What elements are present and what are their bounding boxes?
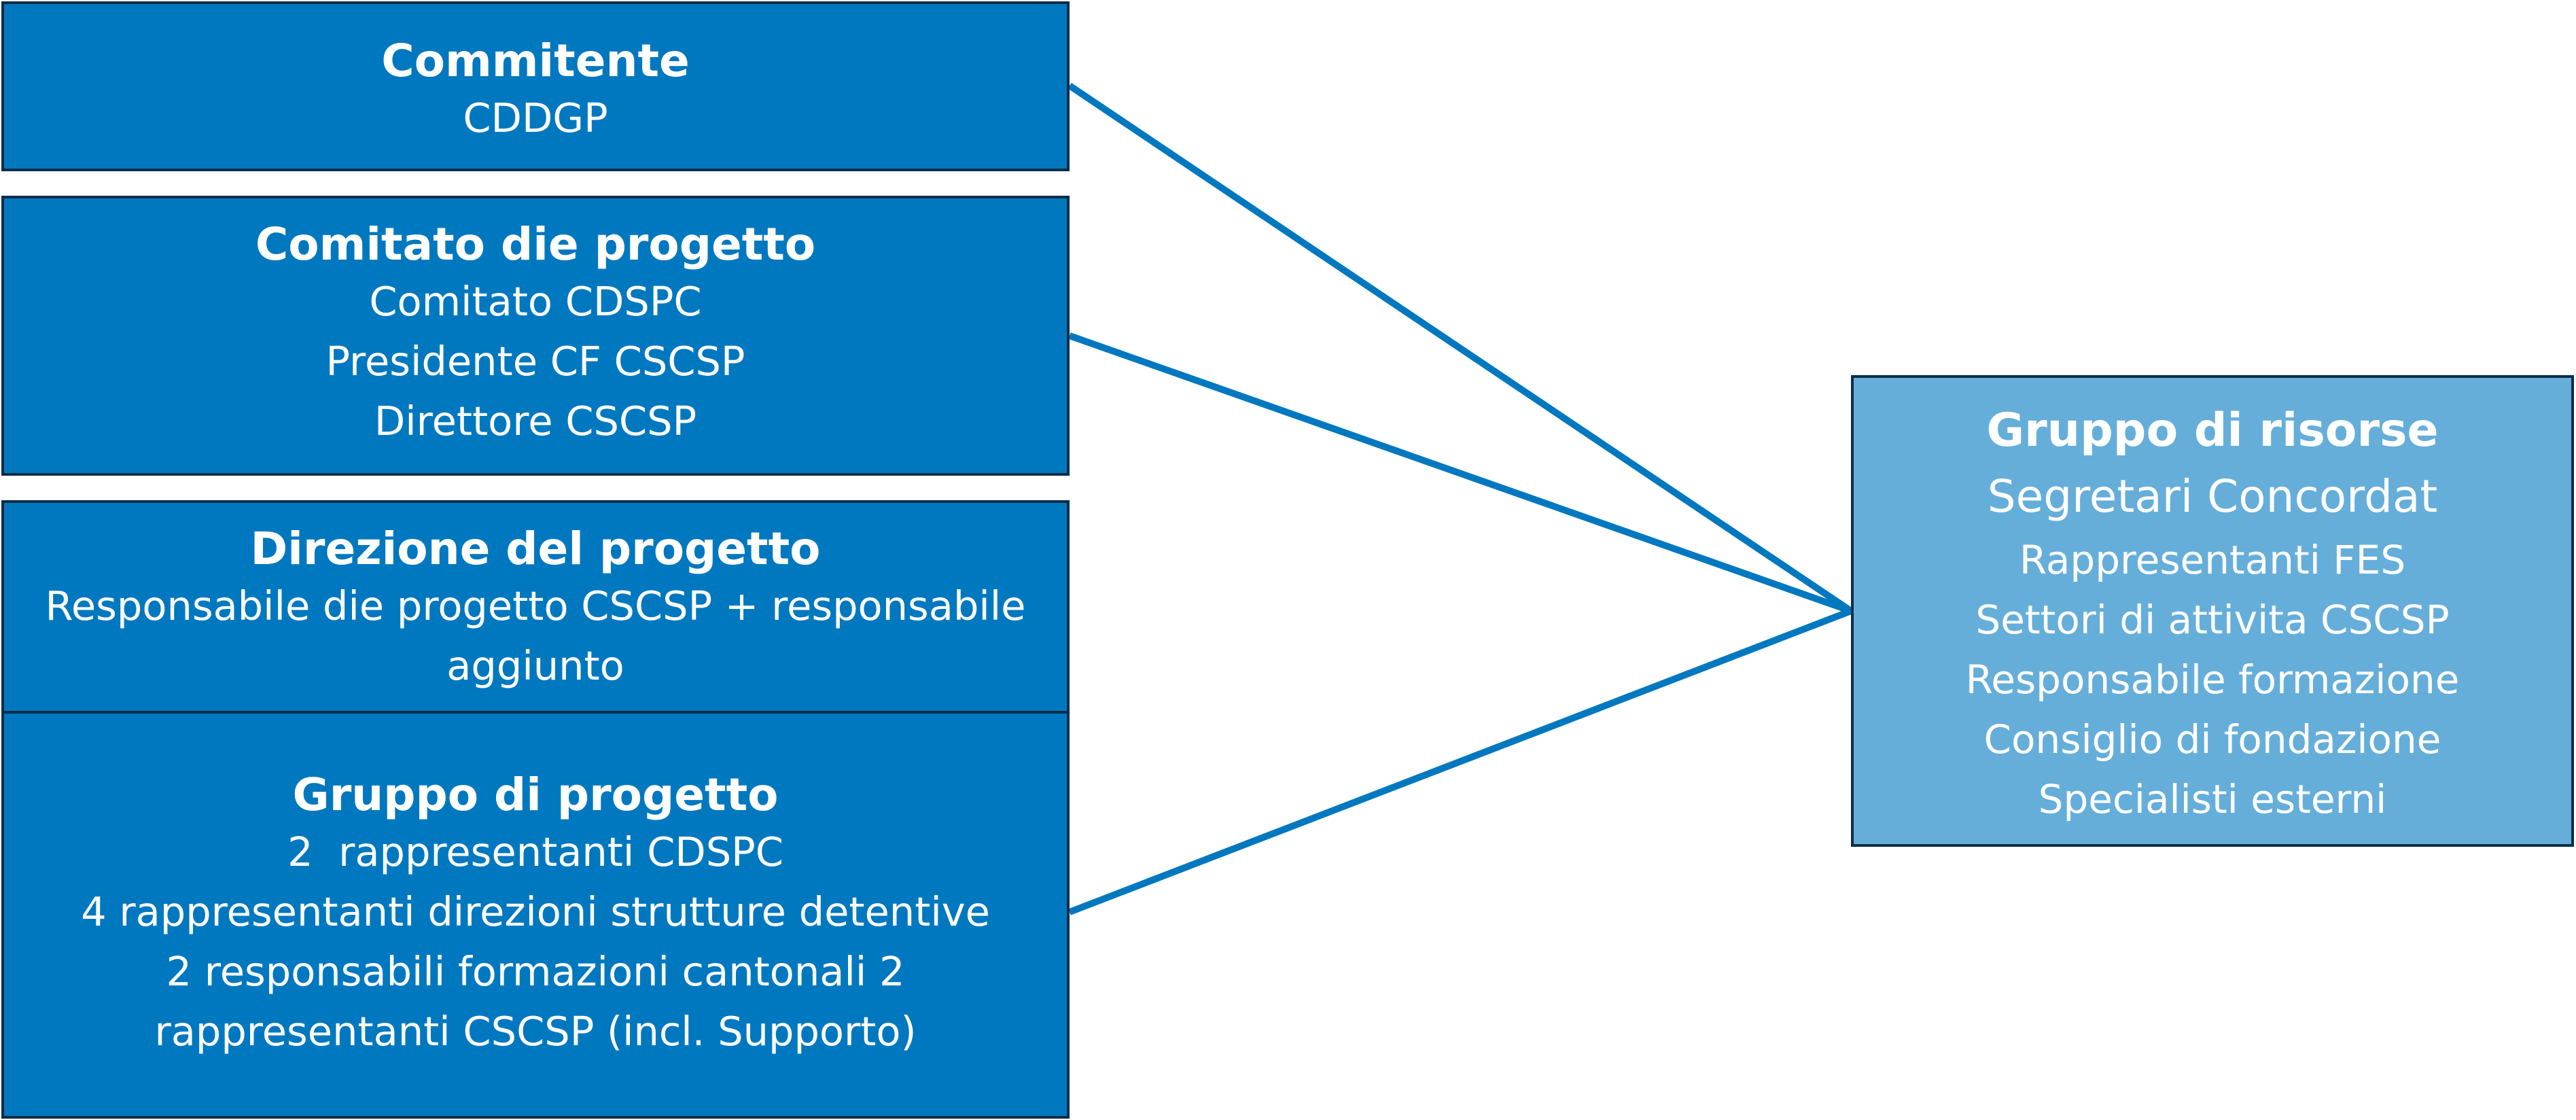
direzione-line: Responsabile die progetto CSCSP + respon… [45,582,1026,689]
comitato-line: Presidente CF CSCSP [325,338,745,385]
gruppo-progetto-line: rappresentanti CSCSP (incl. Supporto) [154,1008,917,1055]
gruppo-progetto-line: 4 rappresentanti direzioni strutture det… [81,888,990,935]
gruppo-risorse-title: Gruppo di risorse [1986,404,2439,457]
gruppo-risorse-line: Rappresentanti FES [2019,537,2406,583]
gruppo-risorse-box: Gruppo di risorse Segretari Concordat Ra… [1851,375,2574,847]
connector-gruppo-progetto-risorse [1068,608,1852,915]
direzione-box: Direzione del progetto Responsabile die … [1,500,1070,714]
gruppo-risorse-line: Specialisti esterni [2038,776,2387,822]
connector-commitente-risorse [1068,82,1853,614]
gruppo-risorse-line: Segretari Concordat [1987,470,2438,523]
comitato-line: Comitato CDSPC [369,278,702,325]
comitato-box: Comitato die progetto Comitato CDSPC Pre… [1,196,1070,476]
gruppo-risorse-line: Settori di attivita CSCSP [1975,597,2450,643]
comitato-title: Comitato die progetto [255,218,816,270]
connector-comitato-risorse [1068,332,1852,614]
gruppo-progetto-title: Gruppo di progetto [292,769,779,821]
commitente-box: Commitente CDDGP [1,1,1070,171]
direzione-title: Direzione del progetto [250,523,821,575]
gruppo-progetto-line: 2 rappresentanti CDSPC [287,828,783,875]
gruppo-risorse-line: Responsabile formazione [1965,657,2460,703]
commitente-line: CDDGP [463,94,608,141]
gruppo-risorse-line: Consiglio di fondazione [1983,716,2441,763]
gruppo-progetto-line: 2 responsabili formazioni cantonali 2 [166,948,905,995]
gruppo-progetto-box: Gruppo di progetto 2 rappresentanti CDSP… [1,711,1070,1119]
commitente-title: Commitente [381,35,690,87]
comitato-line: Direttore CSCSP [374,398,697,444]
